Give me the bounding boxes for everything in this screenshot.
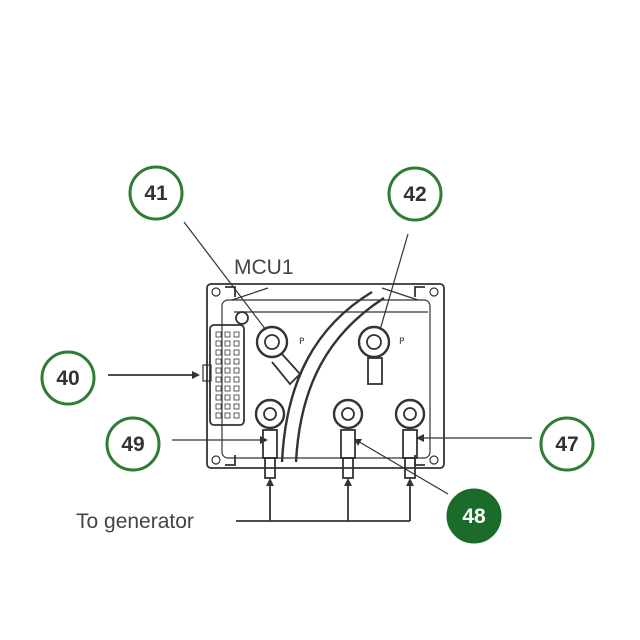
svg-text:42: 42 (403, 183, 426, 206)
svg-text:49: 49 (121, 433, 144, 456)
callout-42: 42 (387, 166, 443, 222)
controller-housing (206, 283, 445, 469)
generator-cables (236, 478, 414, 522)
leader-lines (108, 221, 532, 495)
connector-pin (215, 412, 222, 419)
connector-pin (224, 358, 231, 365)
mounting-holes (211, 287, 439, 465)
connector-pin (233, 367, 240, 374)
connector-pin (215, 349, 222, 356)
callout-41: 41 (128, 165, 184, 221)
svg-text:41: 41 (144, 182, 168, 205)
power-terminal-42: P (357, 325, 405, 385)
connector-pin (224, 331, 231, 338)
connector-pin (215, 385, 222, 392)
callout-47: 47 (539, 416, 595, 472)
connector-pin (233, 376, 240, 383)
connector-pin (215, 376, 222, 383)
connector-pin (233, 358, 240, 365)
busbar (280, 290, 385, 463)
svg-text:47: 47 (555, 433, 578, 456)
svg-text:48: 48 (462, 505, 486, 528)
connector-pin (215, 367, 222, 374)
connector-pin (233, 412, 240, 419)
unit-label: MCU1 (234, 256, 294, 279)
connector-pin (224, 367, 231, 374)
connector-pin (224, 340, 231, 347)
connector-pin (233, 394, 240, 401)
connector-pins (215, 331, 240, 419)
phase-terminal-47 (394, 398, 426, 479)
connector-pin (224, 349, 231, 356)
generator-label: To generator (76, 510, 194, 533)
connector-pin (215, 331, 222, 338)
power-terminal-41: P (255, 325, 305, 386)
svg-text:40: 40 (56, 367, 79, 390)
connector-pin (224, 376, 231, 383)
connector-pin (224, 412, 231, 419)
connector-pin (224, 394, 231, 401)
connector-pin (233, 403, 240, 410)
callout-40: 40 (40, 350, 96, 406)
connector-pin (233, 349, 240, 356)
connector-pin (215, 403, 222, 410)
svg-text:P: P (399, 337, 405, 347)
connector-pin (233, 331, 240, 338)
connector-pin (215, 394, 222, 401)
callout-49: 49 (105, 416, 161, 472)
signal-connector (202, 324, 245, 426)
connector-pin (224, 403, 231, 410)
connector-pin (215, 358, 222, 365)
connector-pin (233, 340, 240, 347)
callout-48: 48 (446, 488, 502, 544)
svg-text:P: P (299, 337, 305, 347)
connector-pin (215, 340, 222, 347)
connector-pin (224, 385, 231, 392)
status-indicator (235, 311, 249, 325)
connector-pin (233, 385, 240, 392)
